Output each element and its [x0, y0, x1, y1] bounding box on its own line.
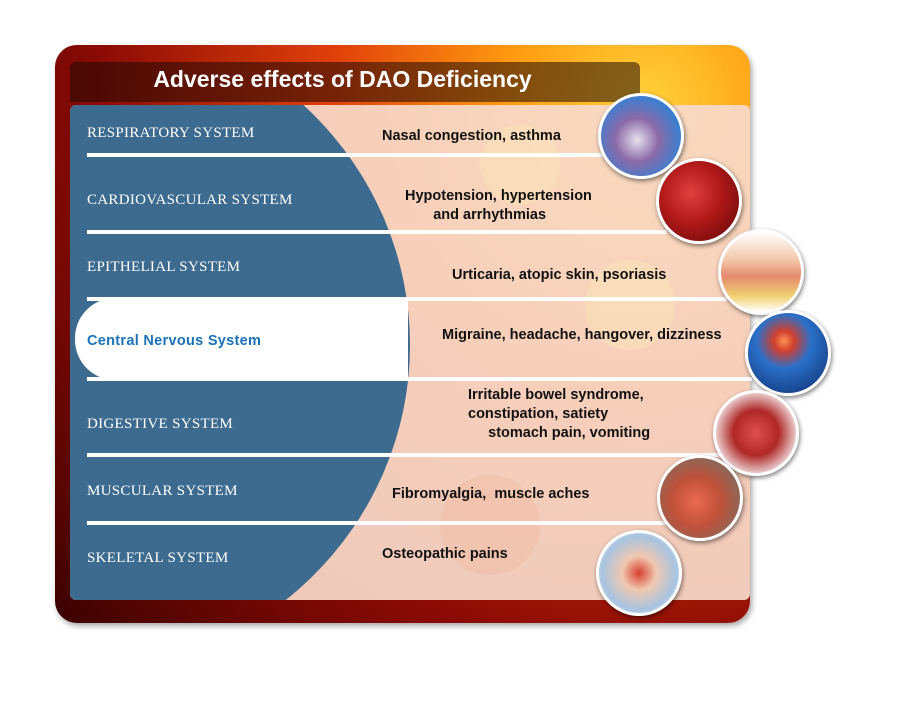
system-label-central-nervous: Central Nervous System [87, 333, 262, 349]
separator [87, 153, 607, 157]
separator [87, 230, 667, 234]
separator [87, 453, 727, 457]
system-label-muscular: MUSCULAR SYSTEM [87, 483, 238, 499]
system-label-digestive: DIGESTIVE SYSTEM [87, 416, 234, 432]
separator [87, 377, 752, 381]
shoulder-muscle-icon [657, 455, 743, 541]
title-bar [70, 62, 640, 102]
effect-cardiovascular: Hypotension, hypertension and arrhythmia… [405, 188, 592, 223]
separator [87, 521, 667, 525]
system-label-cardiovascular: CARDIOVASCULAR SYSTEM [87, 192, 293, 208]
effect-digestive: Irritable bowel syndrome, constipation, … [468, 387, 651, 441]
knee-joint-icon [596, 530, 682, 616]
separator [87, 297, 727, 301]
system-label-respiratory: RESPIRATORY SYSTEM [87, 125, 255, 141]
brain-headache-icon [745, 310, 831, 396]
lungs-alveoli-icon [598, 93, 684, 179]
effect-muscular: Fibromyalgia, muscle aches [392, 486, 590, 502]
page-title: Adverse effects of DAO Deficiency [153, 66, 532, 92]
red-blood-cells-icon [656, 158, 742, 244]
system-label-skeletal: SKELETAL SYSTEM [87, 550, 229, 566]
blue-region [70, 105, 410, 600]
effect-skeletal: Osteopathic pains [382, 546, 508, 562]
system-label-epithelial: EPITHELIAL SYSTEM [87, 259, 241, 275]
highlight-row [75, 298, 408, 380]
effect-central-nervous: Migraine, headache, hangover, dizziness [442, 327, 722, 343]
effect-epithelial: Urticaria, atopic skin, psoriasis [452, 267, 667, 283]
skin-layers-icon [718, 229, 804, 315]
effect-respiratory: Nasal congestion, asthma [382, 128, 561, 144]
intestines-icon [713, 390, 799, 476]
